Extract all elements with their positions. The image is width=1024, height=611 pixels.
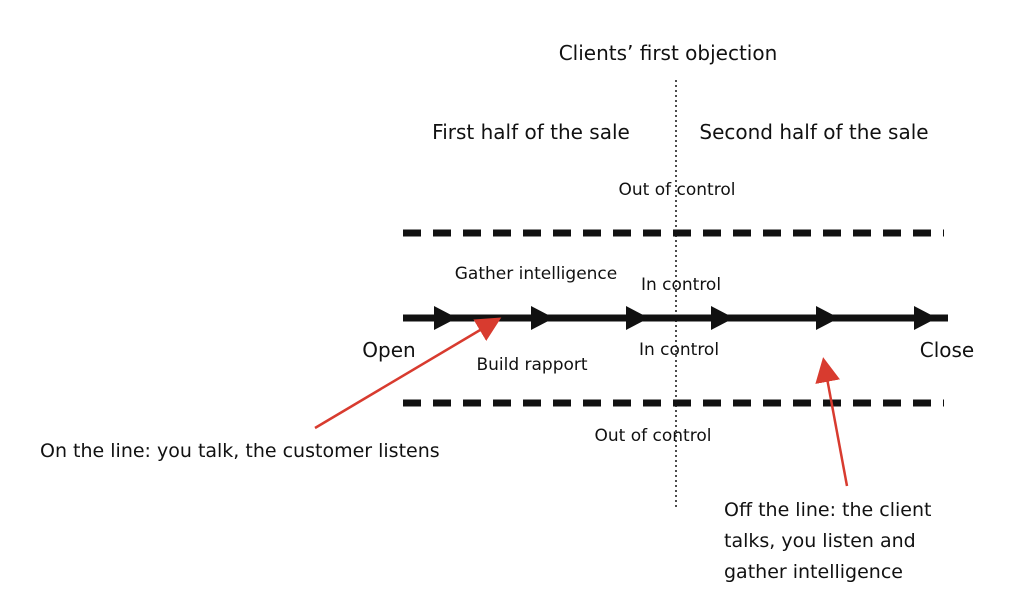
off-line-note-line-1: Off the line: the client bbox=[724, 499, 931, 521]
in-control-bottom-label: In control bbox=[639, 340, 719, 360]
open-label: Open bbox=[362, 338, 415, 362]
triangle-right-icon bbox=[626, 306, 649, 330]
close-label: Close bbox=[920, 338, 974, 362]
objection-label: Clients’ first objection bbox=[559, 41, 778, 65]
first-half-label: First half of the sale bbox=[432, 120, 630, 144]
build-rapport-label: Build rapport bbox=[476, 355, 587, 375]
out-of-control-bottom-label: Out of control bbox=[595, 426, 712, 446]
gather-intelligence-label: Gather intelligence bbox=[455, 264, 618, 284]
triangle-right-icon bbox=[914, 306, 937, 330]
in-control-top-label: In control bbox=[641, 275, 721, 295]
off-line-note-line-2: talks, you listen and bbox=[724, 530, 916, 552]
out-of-control-top-label: Out of control bbox=[619, 180, 736, 200]
second-half-label: Second half of the sale bbox=[699, 120, 928, 144]
triangle-right-icon bbox=[531, 306, 554, 330]
arrow-up-left-icon bbox=[815, 357, 849, 487]
triangle-right-icon bbox=[711, 306, 734, 330]
on-line-note: On the line: you talk, the customer list… bbox=[40, 440, 440, 462]
arrow-up-left-icon bbox=[314, 317, 502, 430]
triangle-right-icon bbox=[434, 306, 457, 330]
triangle-right-icon bbox=[816, 306, 839, 330]
off-line-note-line-3: gather intelligence bbox=[724, 561, 903, 583]
